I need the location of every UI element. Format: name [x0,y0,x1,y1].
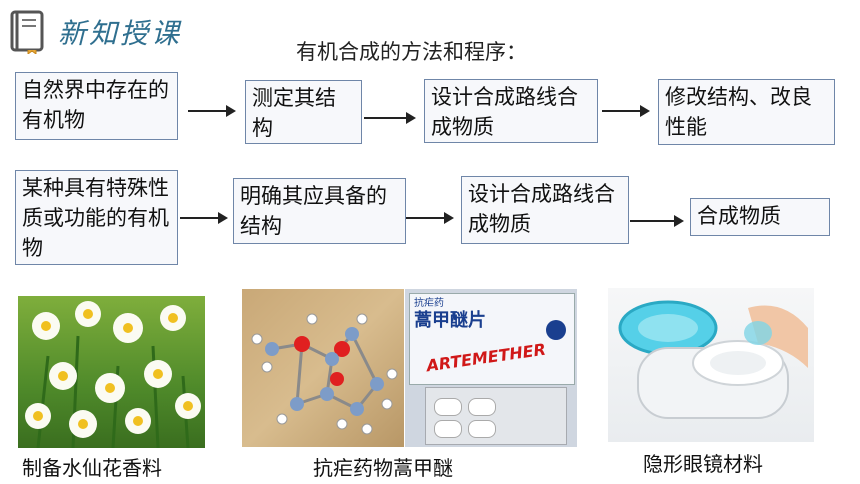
caption-contact-lens: 隐形眼镜材料 [643,452,763,476]
flow-arrow [188,105,236,117]
artemether-box-photo: 抗疟药 蒿甲醚片 ARTEMETHER [405,289,577,447]
flow-box-determine-structure: 测定其结构 [245,80,362,144]
contact-lens-photo [608,288,814,442]
flow-box-design-route-2: 设计合成路线合成物质 [461,176,629,244]
drug-box-name: 蒿甲醚片 [414,310,486,331]
drug-box-top-label: 抗疟药 [414,298,444,309]
caption-artemether: 抗疟药物蒿甲醚 [313,456,453,480]
caption-narcissus: 制备水仙花香料 [22,456,162,480]
flow-arrow [180,212,228,224]
flow-arrow [630,215,684,227]
flow-box-define-structure: 明确其应具备的结构 [233,178,406,244]
molecule-model-photo [242,289,404,447]
flow-box-design-route: 设计合成路线合成物质 [424,79,598,143]
section-subtitle: 有机合成的方法和程序： [296,40,527,64]
flow-box-synthesize: 合成物质 [690,198,830,236]
book-icon [10,10,44,54]
flow-arrow [406,212,454,224]
flow-box-modify-structure: 修改结构、改良性能 [658,79,835,145]
header: 新知授课 [0,0,860,62]
header-title: 新知授课 [58,17,183,50]
drug-box-brand: ARTEMETHER [425,339,547,376]
flow-arrow [364,112,416,124]
flow-arrow [602,105,650,117]
narcissus-photo [18,296,205,448]
flow-box-natural-organic: 自然界中存在的有机物 [15,72,178,140]
flow-box-special-organic: 某种具有特殊性质或功能的有机物 [15,170,178,265]
